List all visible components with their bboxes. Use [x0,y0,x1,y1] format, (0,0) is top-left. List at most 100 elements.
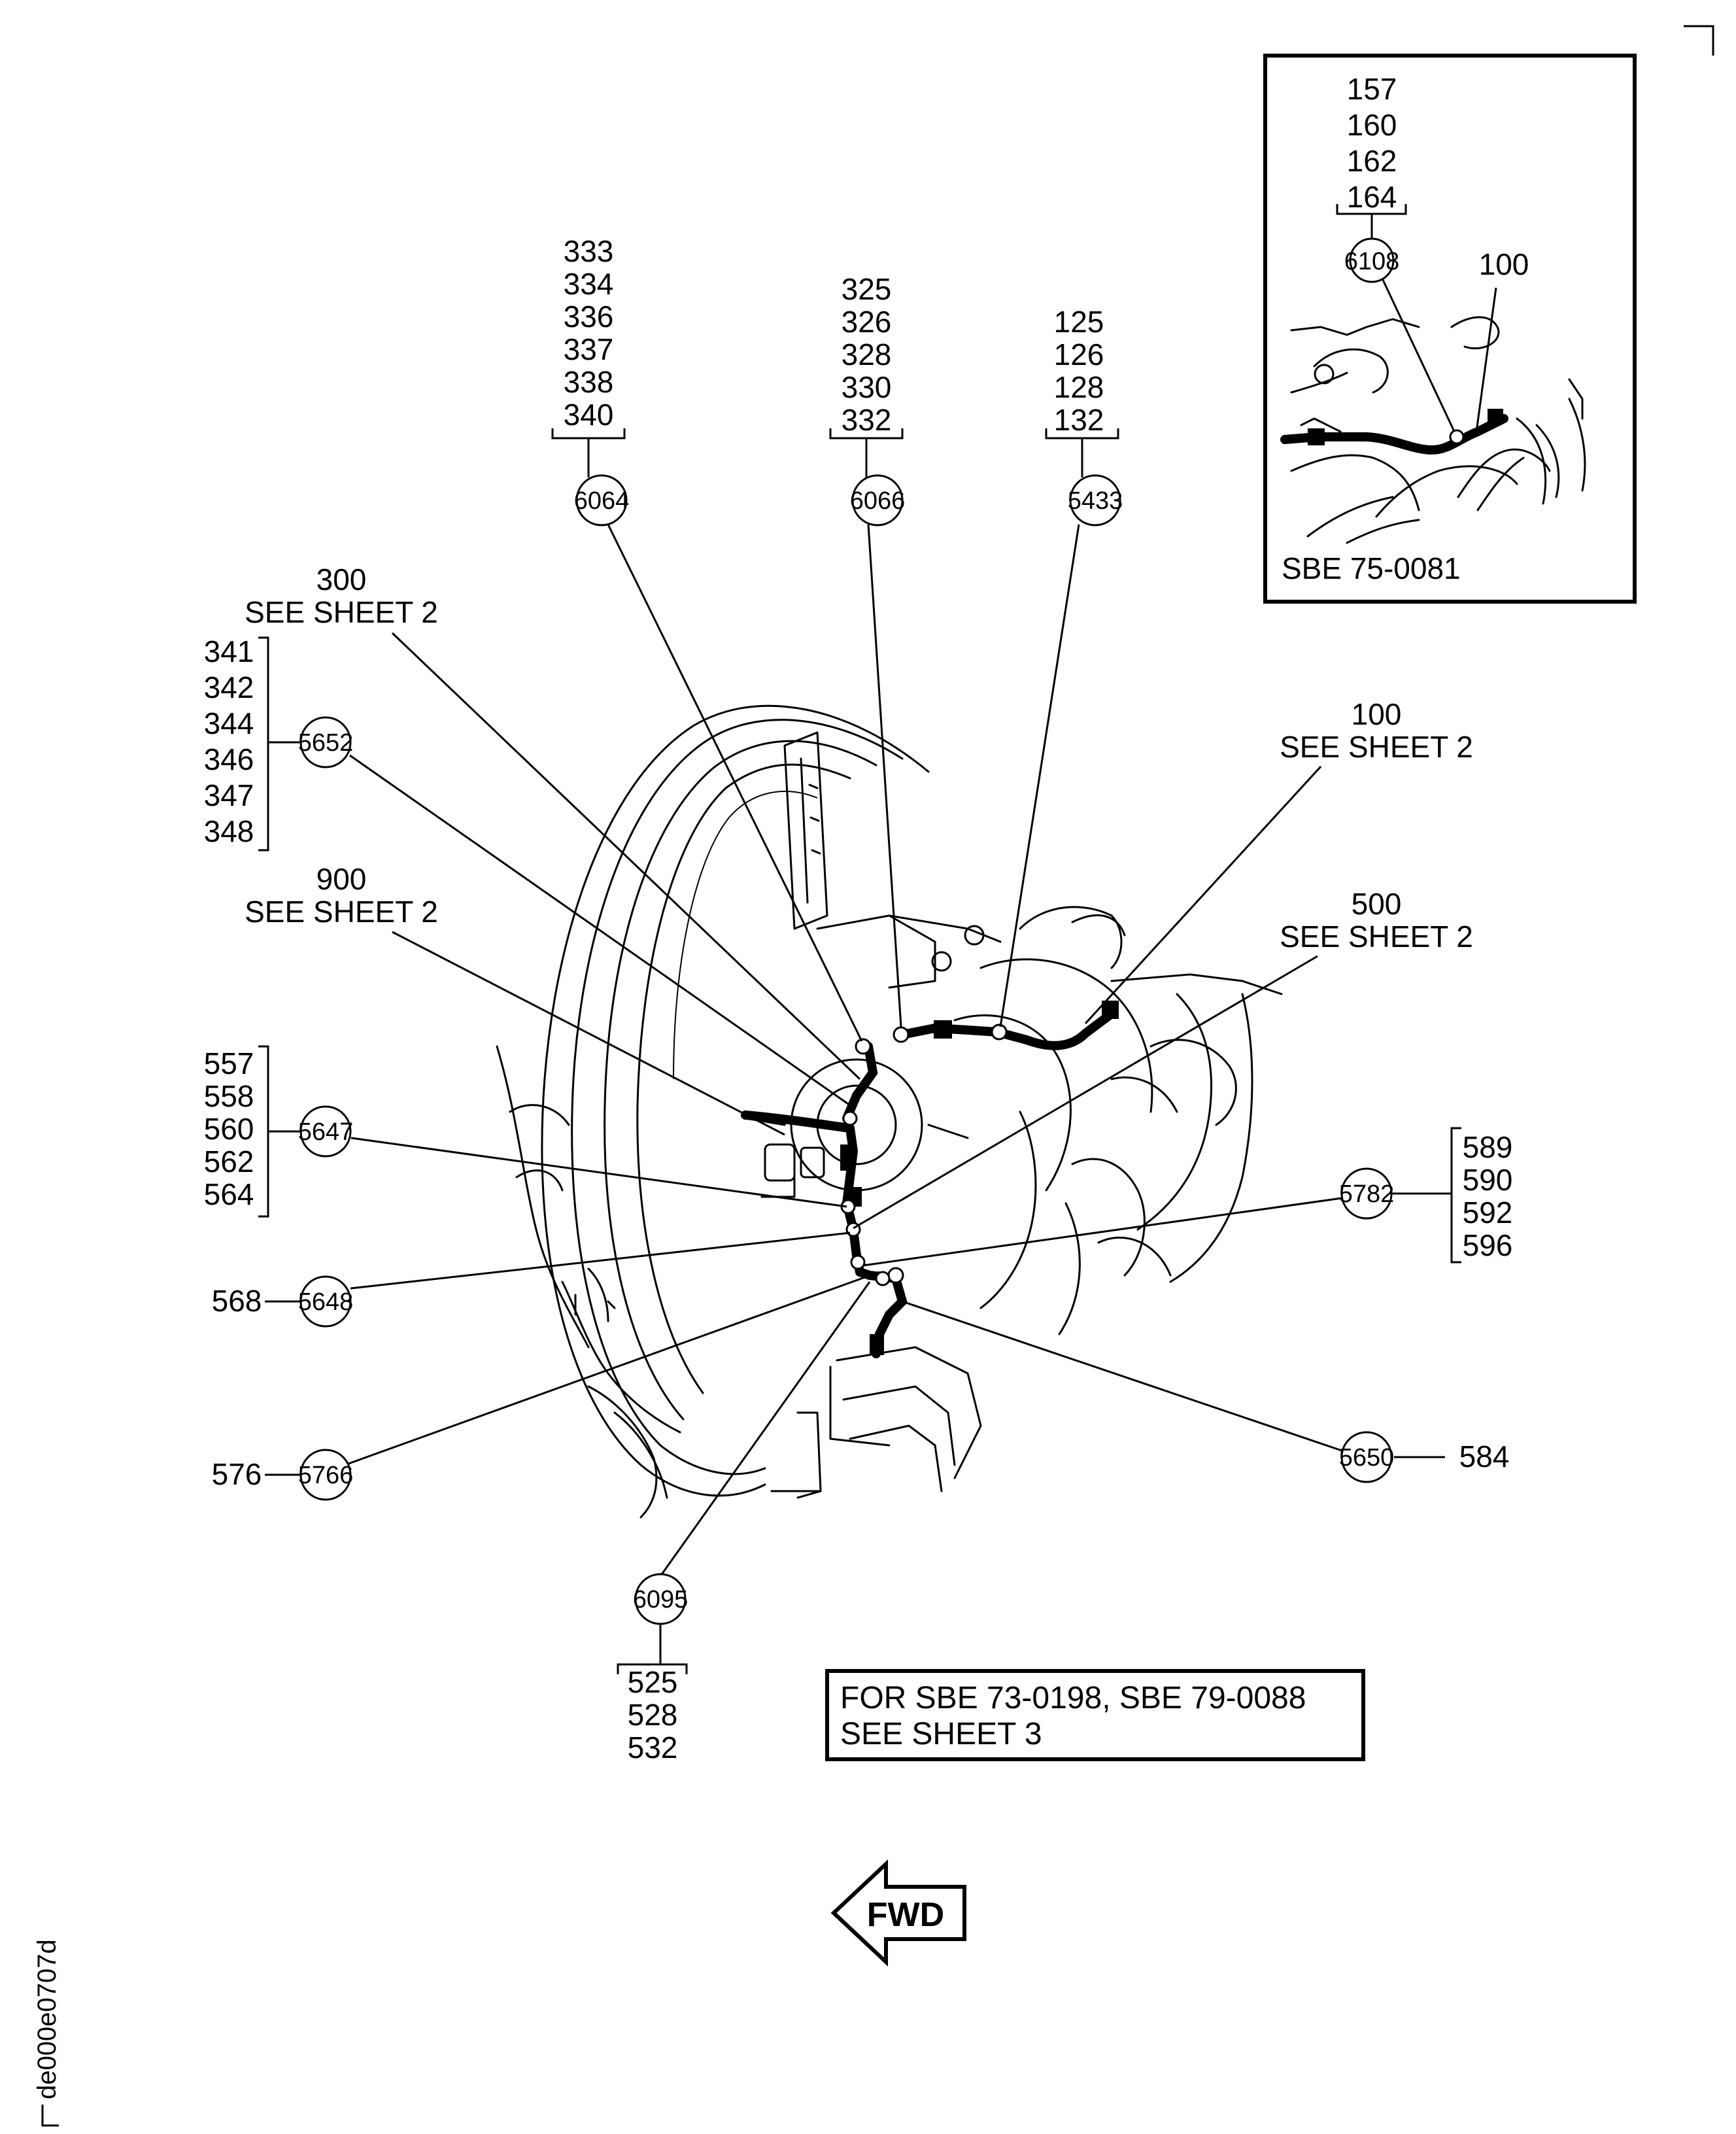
inset-item: 164 [1347,180,1397,214]
ref-bubble [1069,474,1121,526]
inset-label-100: 100 [1479,247,1529,281]
item-number: 336 [564,300,614,334]
ref-bubble [851,474,904,526]
inset-bubble [1349,237,1395,283]
drawing-id: de000e0707d [33,1939,61,2127]
inset-bracket [1336,204,1407,239]
ref-bubble [1340,1431,1393,1483]
leader-line [862,1197,1342,1267]
item-number: 341 [204,634,254,668]
item-number: 325 [842,272,892,306]
item-number: 348 [204,814,254,848]
see-sheet-100: 100 SEE SHEET 2 [1084,697,1473,1025]
ref-number: 100 [1352,697,1402,731]
drawing-id-text: de000e0707d [33,1939,61,2099]
corner-mark [1684,25,1714,56]
bracket [551,428,626,477]
ref-bubble [299,716,352,768]
inset-artwork [1280,316,1586,544]
leader-line [349,754,851,1107]
inset-bubble-label: 6108 [1344,248,1400,275]
item-number: 332 [842,403,892,437]
sbe-note-line-1: FOR SBE 73-0198, SBE 79-0088 [840,1681,1306,1715]
ref-bubble-label: 6095 [633,1586,689,1613]
item-number: 532 [628,1730,678,1764]
item-number: 342 [204,670,254,704]
item-number: 560 [204,1112,254,1146]
inset-caption: SBE 75-0081 [1282,551,1461,585]
inset-panel: 157 160 162 164 6108 100 [1263,54,1637,604]
callout-6064: 333 334 336 337 338 340 6064 [551,234,863,1042]
ref-bubble-label: 5647 [298,1118,354,1146]
item-number: 525 [628,1665,678,1699]
item-number: 333 [564,234,614,268]
item-number: 326 [842,305,892,339]
sbe-note-line-2: SEE SHEET 3 [840,1717,1042,1751]
callout-6095: 6095 525 528 532 [617,1281,871,1764]
drawing-id-mark [41,2105,59,2127]
see-sheet-300: 300 SEE SHEET 2 [245,562,861,1080]
ref-bubble [299,1449,352,1501]
ref-number: 300 [316,562,367,596]
item-number: 528 [628,1698,678,1732]
ref-number: 900 [316,862,367,896]
ref-bubble-label: 5433 [1068,487,1123,515]
callout-5647: 557 558 560 562 564 5647 [204,1045,847,1218]
item-number: 330 [842,370,892,404]
see-sheet-text: SEE SHEET 2 [1280,730,1473,764]
callout-5766: 576 5766 [212,1271,880,1501]
callout-5650: 5650 584 [902,1300,1510,1483]
callout-5648: 568 5648 [212,1231,851,1328]
leader-line [607,524,863,1042]
item-number: 128 [1054,370,1104,404]
leader-line [999,524,1080,1027]
bracket [829,428,904,477]
assembly-artwork [496,704,1283,1519]
inset-item: 160 [1347,108,1397,142]
ref-bubble-label: 5766 [298,1462,354,1489]
item-number: 589 [1463,1130,1513,1164]
item-number: 562 [204,1144,254,1179]
fwd-arrow-label: FWD [867,1896,944,1934]
callout-5652: 341 342 344 346 347 348 5652 [204,634,851,1107]
bracket [1391,1127,1461,1264]
leader-line [853,955,1318,1230]
leader-line [350,1231,851,1290]
ref-number: 500 [1352,887,1402,921]
bracket [1045,428,1119,477]
item-number: 125 [1054,305,1104,339]
ref-bubble-label: 5650 [1339,1444,1395,1471]
bracket [617,1624,688,1674]
item-number: 596 [1463,1228,1513,1262]
item-number: 558 [204,1079,254,1113]
ref-bubble-label: 5648 [298,1288,354,1316]
inset-border [1263,54,1637,604]
ref-bubble-label: 6064 [574,487,630,515]
fwd-arrow-outline [830,1859,966,1967]
leader-line [659,1281,871,1577]
ref-bubble [575,474,628,526]
leader-line [1084,765,1322,1025]
item-number: 126 [1054,337,1104,371]
sbe-note: FOR SBE 73-0198, SBE 79-0088 SEE SHEET 3 [825,1669,1365,1761]
leader-line [350,1137,847,1208]
see-sheet-500: 500 SEE SHEET 2 [853,887,1473,1230]
bracket [258,636,301,852]
ref-bubble-label: 5652 [298,729,354,757]
ref-bubble-label: 5782 [1339,1180,1395,1208]
see-sheet-900: 900 SEE SHEET 2 [245,862,785,1136]
inset-item: 157 [1347,72,1397,106]
inset-item: 162 [1347,144,1397,178]
leader-line [902,1300,1342,1452]
callout-5433: 125 126 128 132 5433 [999,305,1123,1027]
item-number: 568 [212,1284,262,1318]
item-number: 590 [1463,1163,1513,1197]
see-sheet-text: SEE SHEET 2 [245,895,438,929]
item-number: 584 [1459,1439,1510,1473]
item-number: 334 [564,267,614,301]
see-sheet-text: SEE SHEET 2 [1280,920,1473,954]
item-number: 557 [204,1046,254,1080]
item-number: 346 [204,742,254,776]
item-number: 338 [564,365,614,399]
